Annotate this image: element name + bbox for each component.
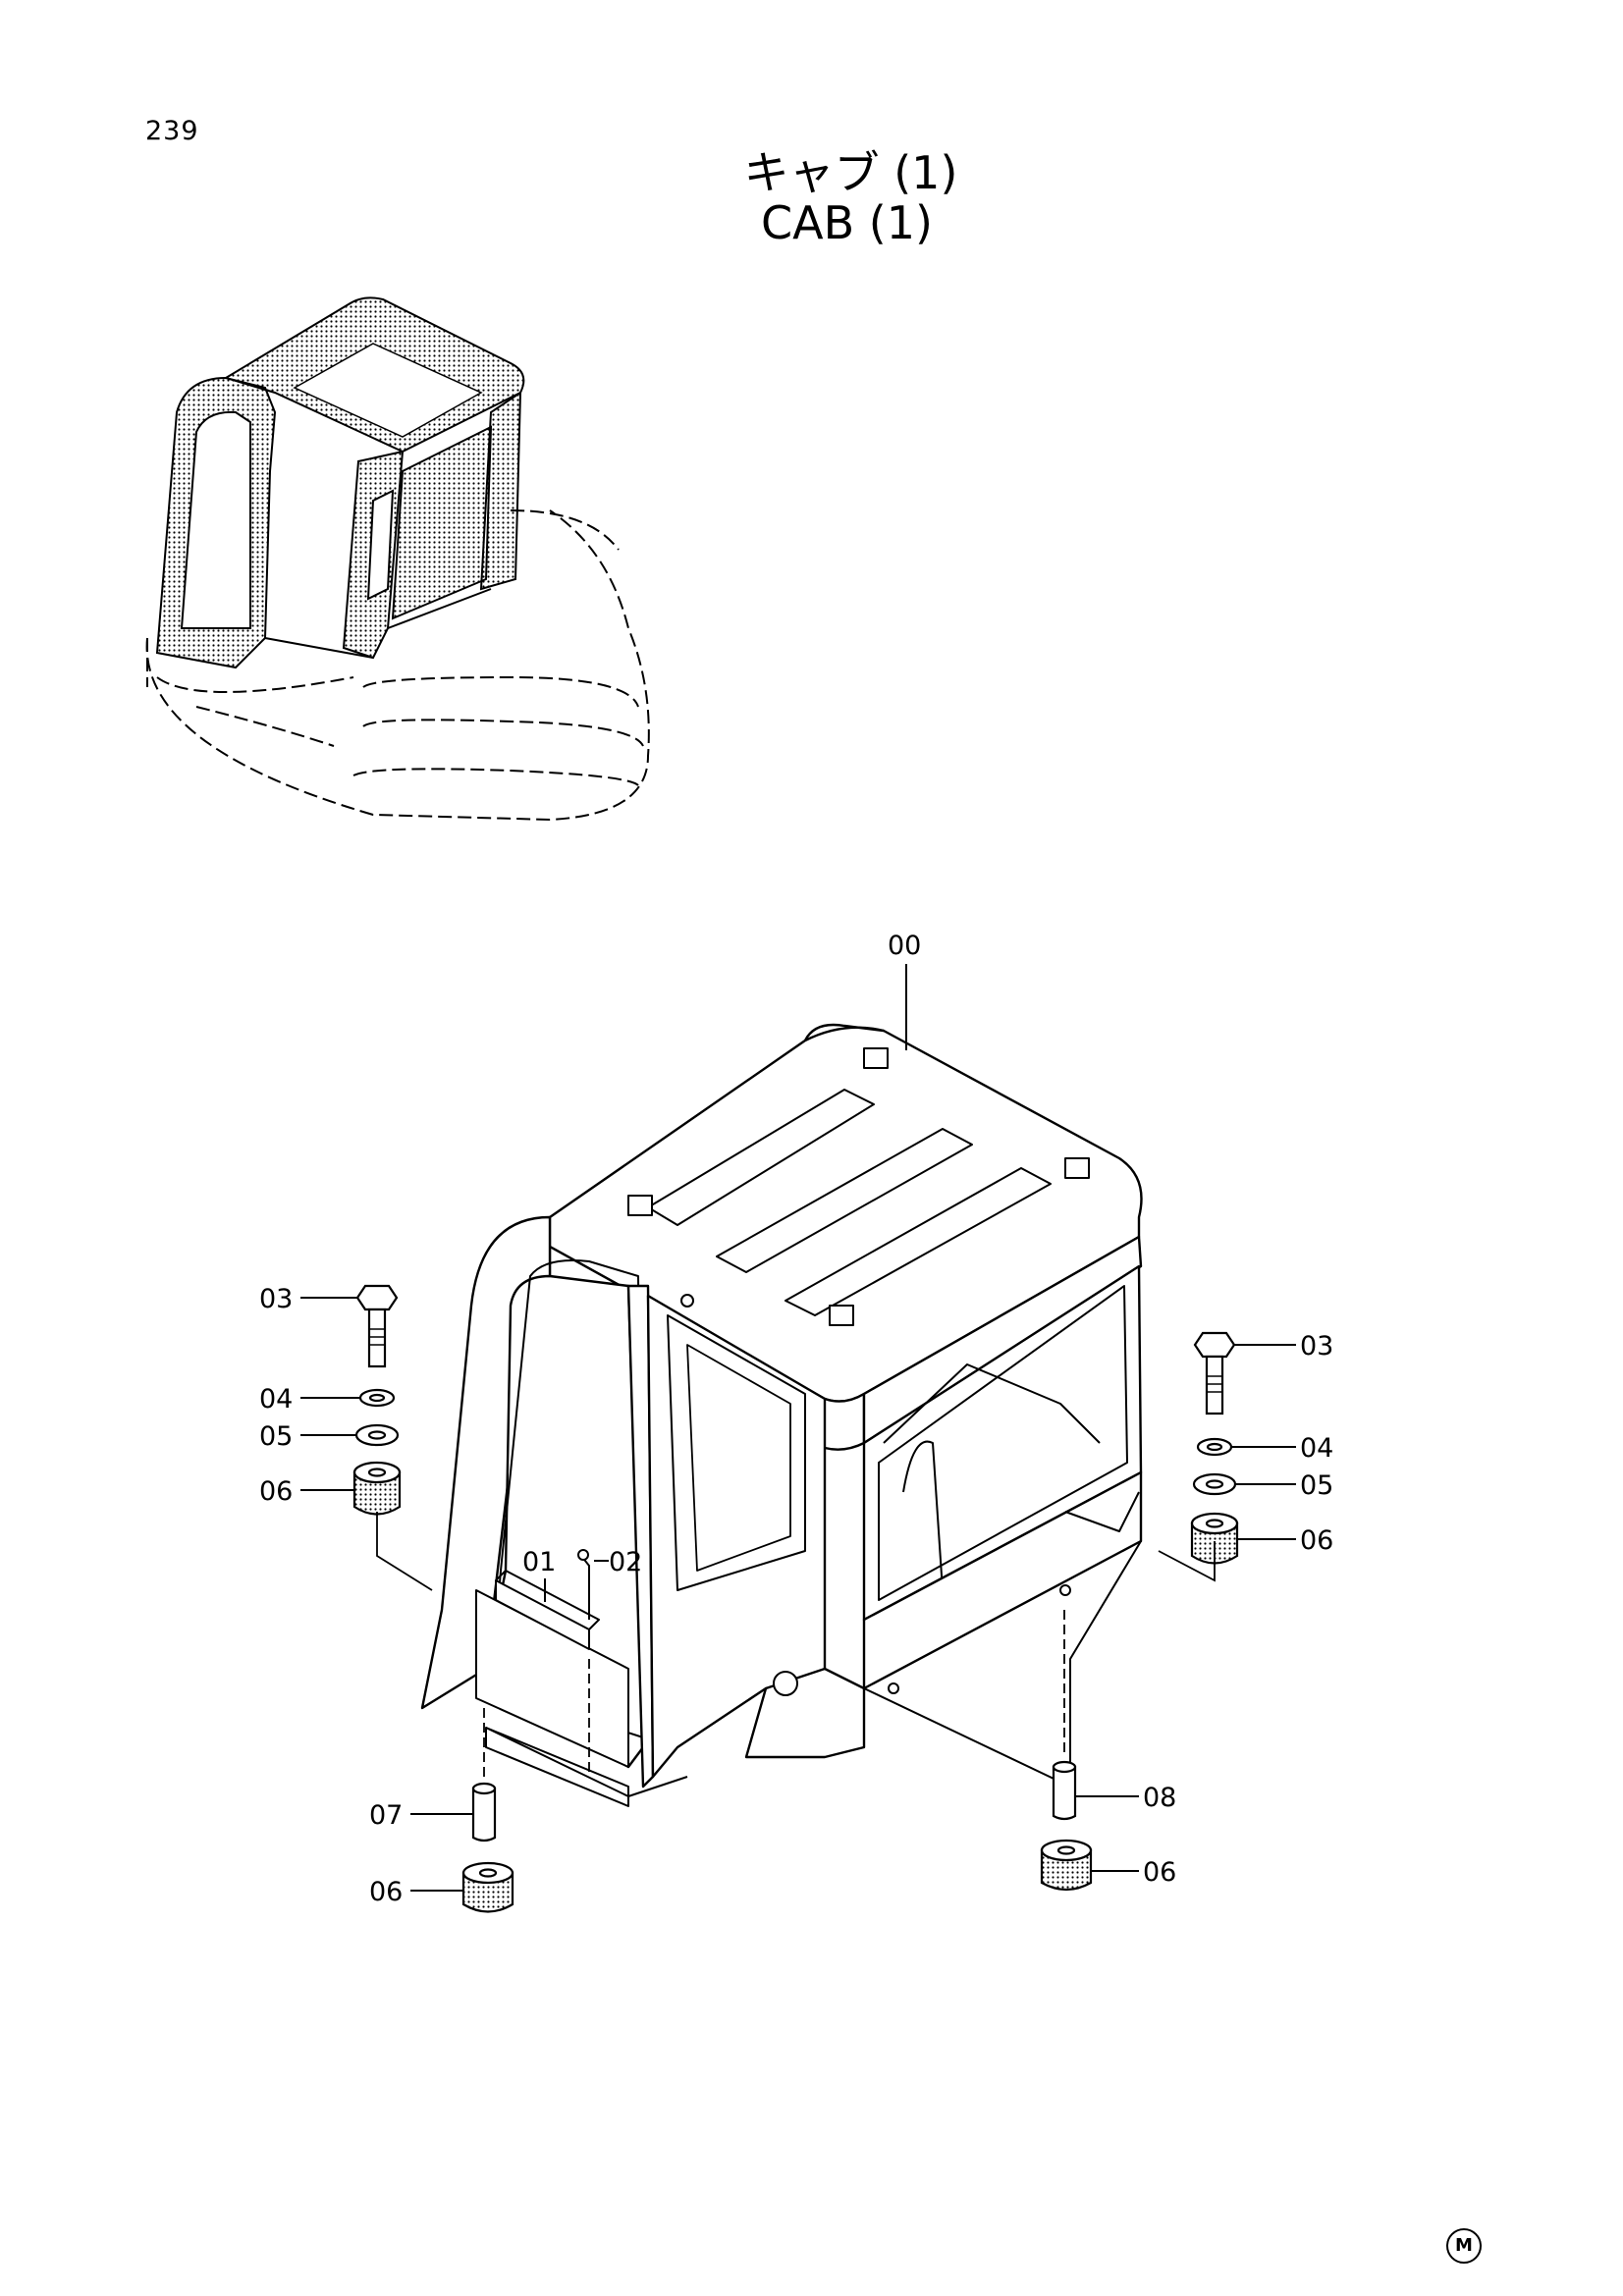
manufacturer-mark: M [1446, 2228, 1482, 2264]
callout-07: 07 [369, 1800, 403, 1831]
title-english: CAB (1) [761, 196, 933, 249]
callout-01: 01 [522, 1547, 556, 1577]
callout-06-bottom-left: 06 [369, 1877, 403, 1907]
right-fastener-stack [1190, 1331, 1239, 1565]
bottom-right-fastener-stack [1040, 1760, 1093, 1892]
overview-machine-sketch [145, 509, 650, 822]
overview-cab-highlight [155, 296, 525, 669]
callout-06-left: 06 [259, 1476, 293, 1507]
callout-06-bottom-right: 06 [1143, 1857, 1176, 1888]
callout-08: 08 [1143, 1783, 1176, 1813]
callout-04-right: 04 [1300, 1433, 1333, 1464]
callout-00: 00 [888, 931, 921, 961]
callout-04-left: 04 [259, 1384, 293, 1415]
callout-03-right: 03 [1300, 1331, 1333, 1362]
callout-05-right: 05 [1300, 1470, 1333, 1501]
left-fastener-stack [352, 1284, 402, 1516]
callout-03-left: 03 [259, 1284, 293, 1314]
page-number: 239 [145, 116, 199, 146]
callout-leader-lines [300, 964, 1296, 1892]
title-japanese: キャブ (1) [743, 146, 958, 199]
cab-assembly-drawing [420, 1023, 1143, 1807]
bottom-left-fastener-stack [461, 1782, 514, 1913]
callout-02: 02 [609, 1547, 642, 1577]
callout-labels: 00 03 04 05 06 01 02 03 04 05 06 07 06 0… [259, 931, 1333, 1907]
callout-05-left: 05 [259, 1421, 293, 1452]
callout-06-right: 06 [1300, 1525, 1333, 1556]
